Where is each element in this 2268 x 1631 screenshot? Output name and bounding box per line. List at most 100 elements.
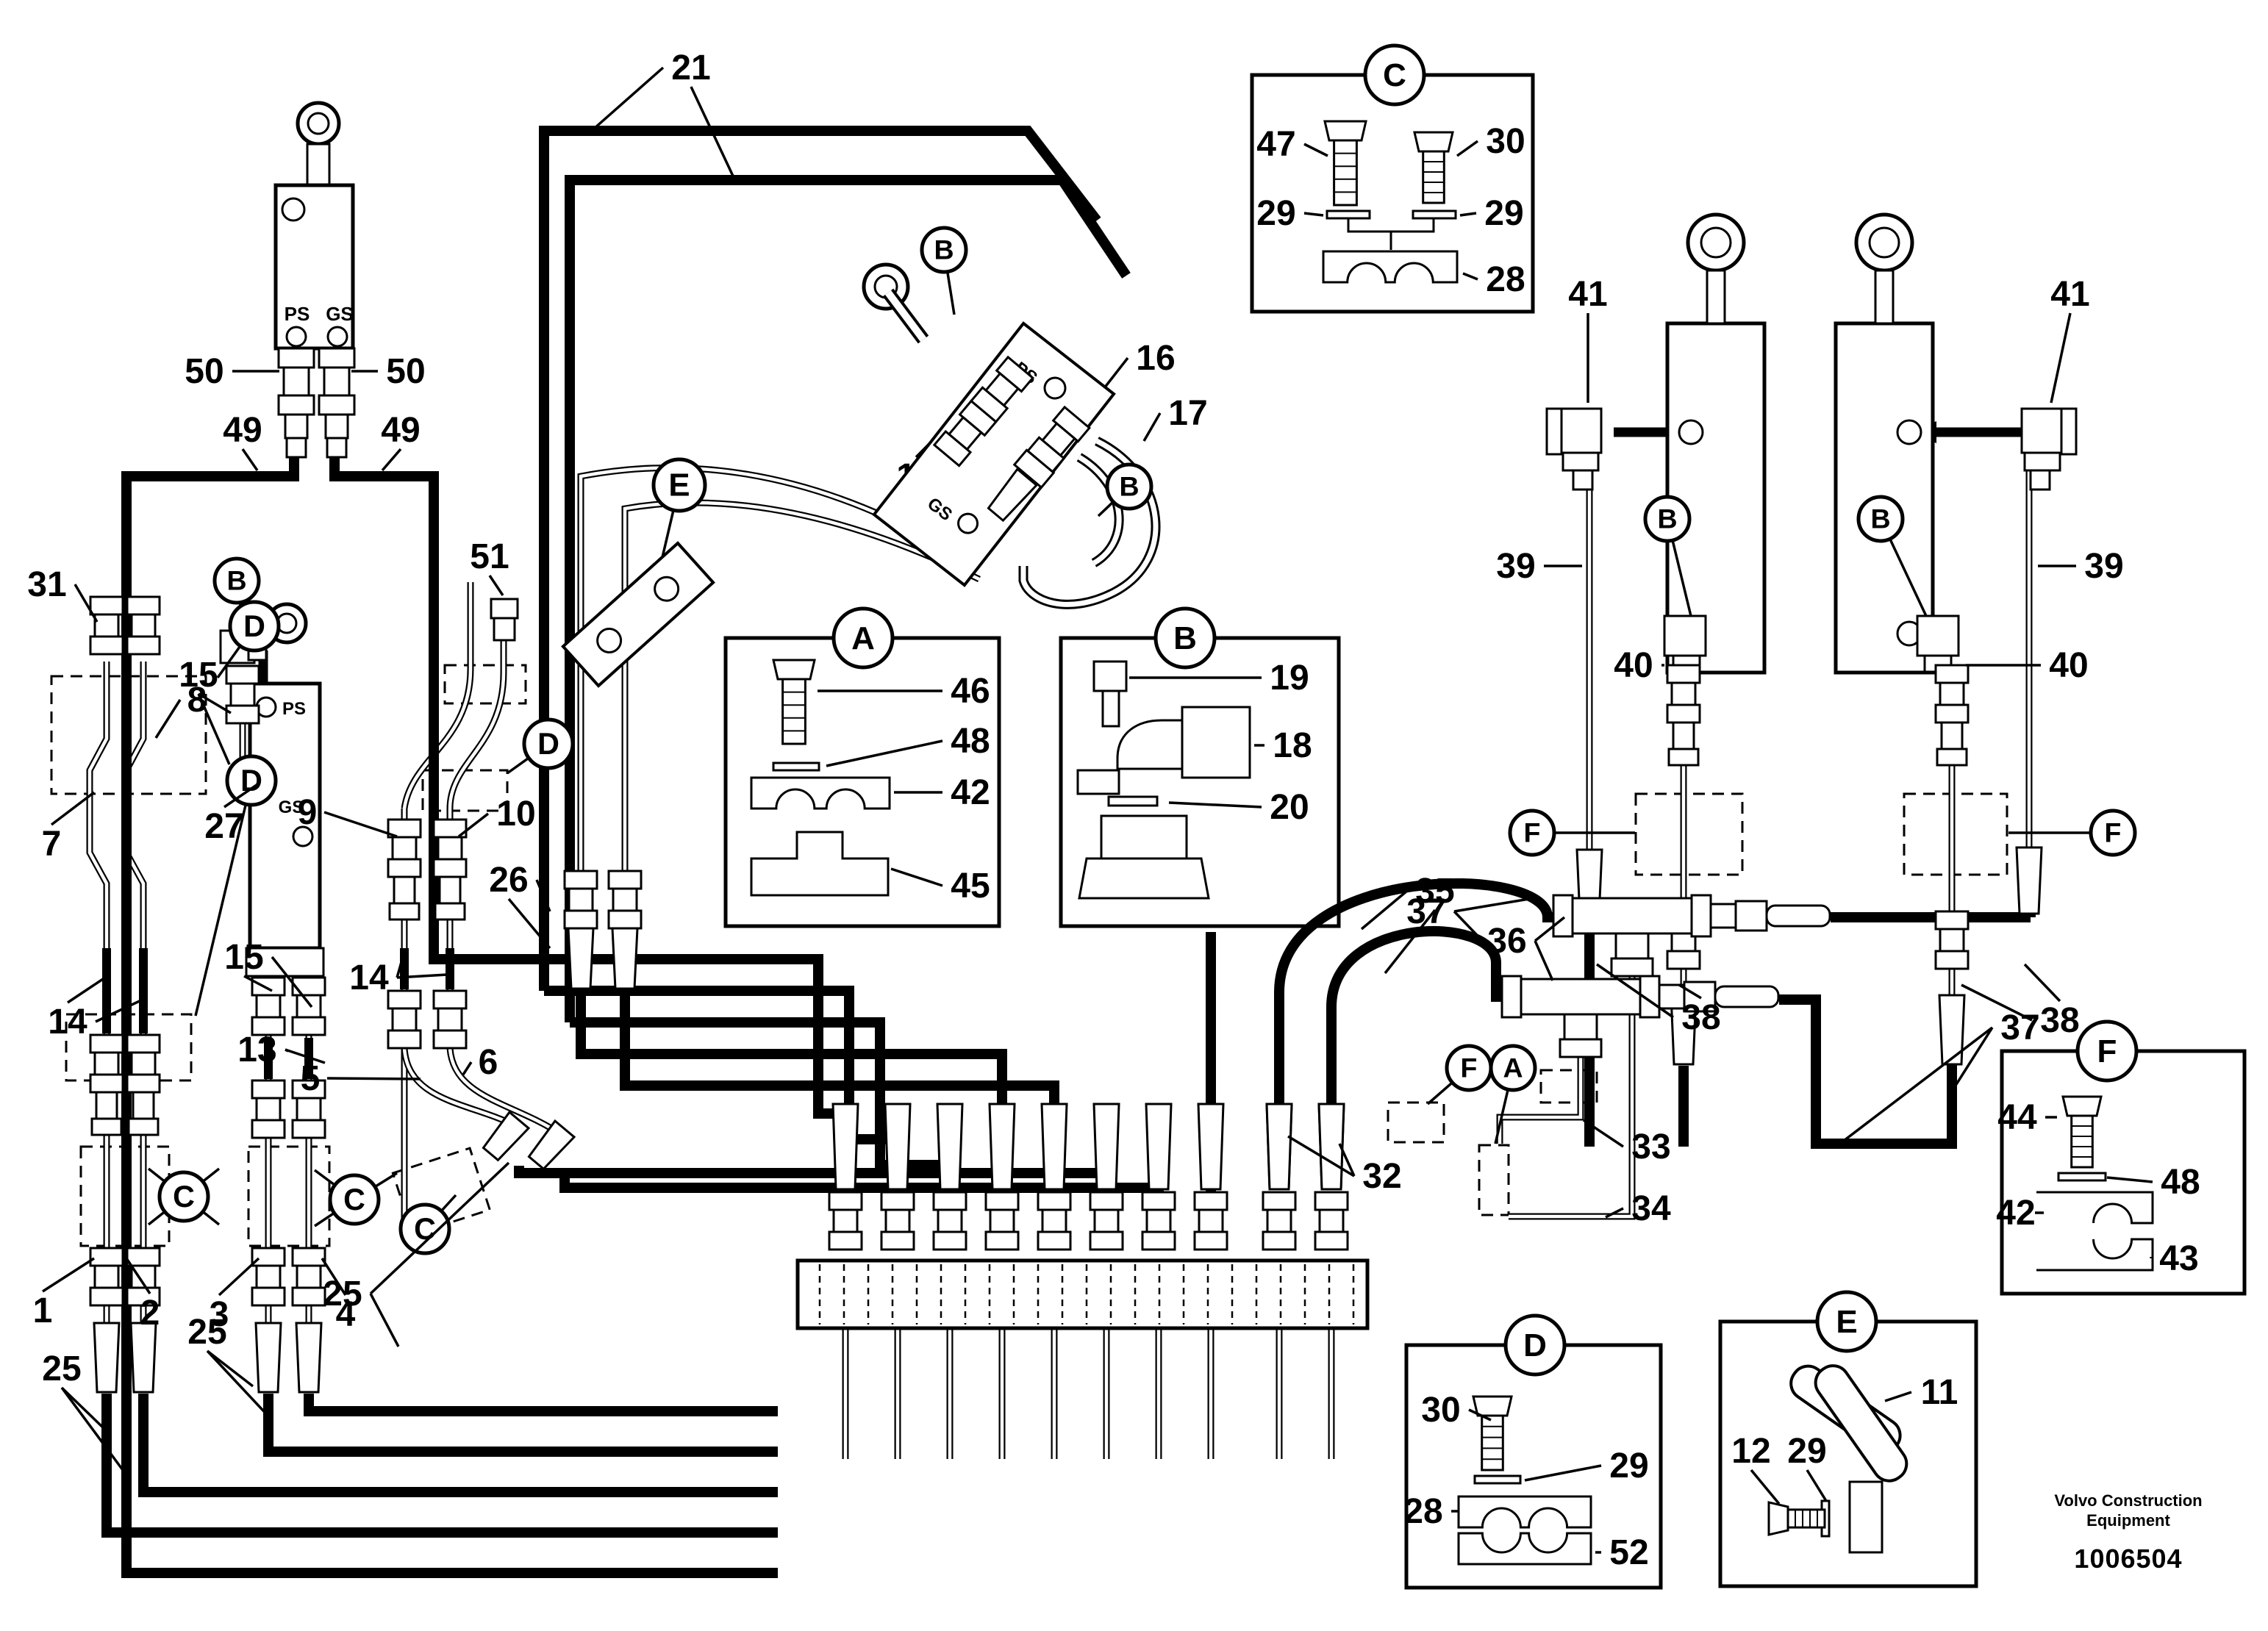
callout-number: 36: [1487, 922, 1526, 961]
svg-text:B: B: [1657, 503, 1677, 534]
callout-number: 4: [336, 1295, 356, 1334]
callout-number: 25: [42, 1349, 81, 1388]
leader-line: [1494, 1089, 1509, 1144]
leader-line: [147, 1167, 166, 1183]
callout-number: 3: [210, 1295, 229, 1334]
callout-21-0: 21: [587, 49, 738, 184]
leader-line: [218, 1257, 260, 1297]
leader-line: [60, 1386, 106, 1430]
leader-line: [1671, 540, 1692, 617]
callout-3-25: 3: [210, 1257, 260, 1334]
leader-line: [1750, 1469, 1781, 1505]
port-label-GS: GS: [326, 303, 354, 325]
callout-10-15: 10: [457, 795, 536, 838]
callout-27-8: 27: [204, 782, 260, 846]
leader-line: [1456, 140, 1479, 157]
callout-11-61: 11: [1884, 1373, 1958, 1412]
leader-line: [1524, 1464, 1602, 1482]
callout-25-21: 25: [187, 1313, 273, 1422]
leader-line: [321, 1258, 347, 1296]
brand-line1: Volvo Construction: [2054, 1491, 2203, 1510]
callout-36-45: 36: [1487, 916, 1566, 981]
callout-number: 15: [179, 656, 218, 695]
callout-number: 9: [298, 793, 318, 832]
svg-text:F: F: [2105, 817, 2122, 848]
callout-number: 20: [1270, 788, 1309, 827]
callout-28-34: 28: [1462, 260, 1525, 299]
callout-25-22: 25: [323, 1161, 510, 1347]
callout-13-11: 13: [237, 1030, 326, 1069]
callout-number: 39: [1496, 547, 1535, 586]
leader-line: [67, 978, 104, 1004]
leader-line: [462, 1061, 473, 1075]
detail-box-letter-A: A: [851, 620, 875, 656]
callout-number: 11: [1921, 1373, 1958, 1412]
leader-line: [440, 1194, 457, 1212]
callout-number: 37: [1406, 892, 1445, 931]
callout-39-37: 39: [1496, 547, 1582, 586]
callout-number: 25: [323, 1275, 362, 1313]
leader-line: [1384, 908, 1437, 975]
callout-number: 7: [42, 825, 62, 864]
leader-line: [1806, 1469, 1828, 1502]
callout-number: 29: [1609, 1447, 1648, 1485]
callout-number: 8: [187, 681, 207, 720]
leader-line: [396, 956, 404, 978]
leader-line: [507, 897, 551, 950]
leader-line: [369, 1293, 400, 1347]
callout-25-20: 25: [42, 1349, 126, 1474]
leader-line: [313, 1169, 336, 1186]
callout-number: 45: [951, 867, 990, 906]
callout-number: 25: [187, 1313, 226, 1352]
callout-34-48: 34: [1605, 1189, 1671, 1228]
leader-line: [42, 1257, 95, 1293]
leader-line: [197, 693, 231, 765]
leader-line: [1103, 356, 1129, 390]
leader-line: [2023, 963, 2061, 1003]
svg-text:D: D: [240, 764, 262, 797]
callout-38-41: 38: [1596, 963, 1721, 1037]
callout-number: 48: [951, 722, 990, 761]
leader-line: [1453, 897, 1534, 913]
leader-line: [1534, 940, 1554, 981]
leader-line: [1953, 1027, 1994, 1089]
callout-29-58: 29: [1524, 1447, 1649, 1485]
leader-line: [50, 791, 96, 826]
detail-box-ref-E: [1815, 1290, 1878, 1353]
callout-51-16: 51: [470, 537, 509, 596]
leader-line: [125, 1258, 151, 1294]
leader-line: [206, 1349, 273, 1422]
callout-number: 40: [2049, 646, 2088, 685]
leader-line: [201, 1167, 221, 1183]
leader-line: [326, 1077, 421, 1080]
ref-circle-E-11: E: [651, 457, 707, 580]
callout-number: 43: [2159, 1239, 2198, 1278]
leader-line: [826, 739, 943, 767]
callout-33-47: 33: [1583, 1119, 1671, 1166]
title-block: Volvo Construction Equipment 1006504: [2000, 1491, 2257, 1574]
callout-number: 14: [349, 958, 389, 997]
leader-line: [2050, 312, 2072, 404]
svg-text:B: B: [934, 234, 954, 265]
leader-line: [1338, 1143, 1356, 1177]
callout-2-24: 2: [125, 1258, 160, 1333]
callout-number: 38: [1681, 998, 1720, 1037]
callout-42-66: 42: [1996, 1194, 2044, 1233]
leader-line: [945, 271, 956, 315]
leader-line: [95, 998, 143, 1023]
leader-line: [154, 699, 182, 739]
ref-circle-D-9: D: [194, 754, 278, 1017]
callout-number: 30: [1486, 122, 1525, 161]
leader-line: [1303, 212, 1324, 217]
callout-45-53: 45: [890, 867, 990, 906]
callout-7-7: 7: [42, 791, 96, 864]
callout-number: 39: [2084, 547, 2123, 586]
detail-box-E: E: [1718, 1290, 1978, 1588]
callout-number: 13: [237, 1030, 276, 1069]
callout-49-4: 49: [381, 411, 421, 472]
callout-28-59: 28: [1403, 1492, 1459, 1531]
callout-number: 49: [381, 411, 420, 450]
callout-52-60: 52: [1595, 1533, 1649, 1572]
callout-50-2: 50: [351, 352, 426, 391]
